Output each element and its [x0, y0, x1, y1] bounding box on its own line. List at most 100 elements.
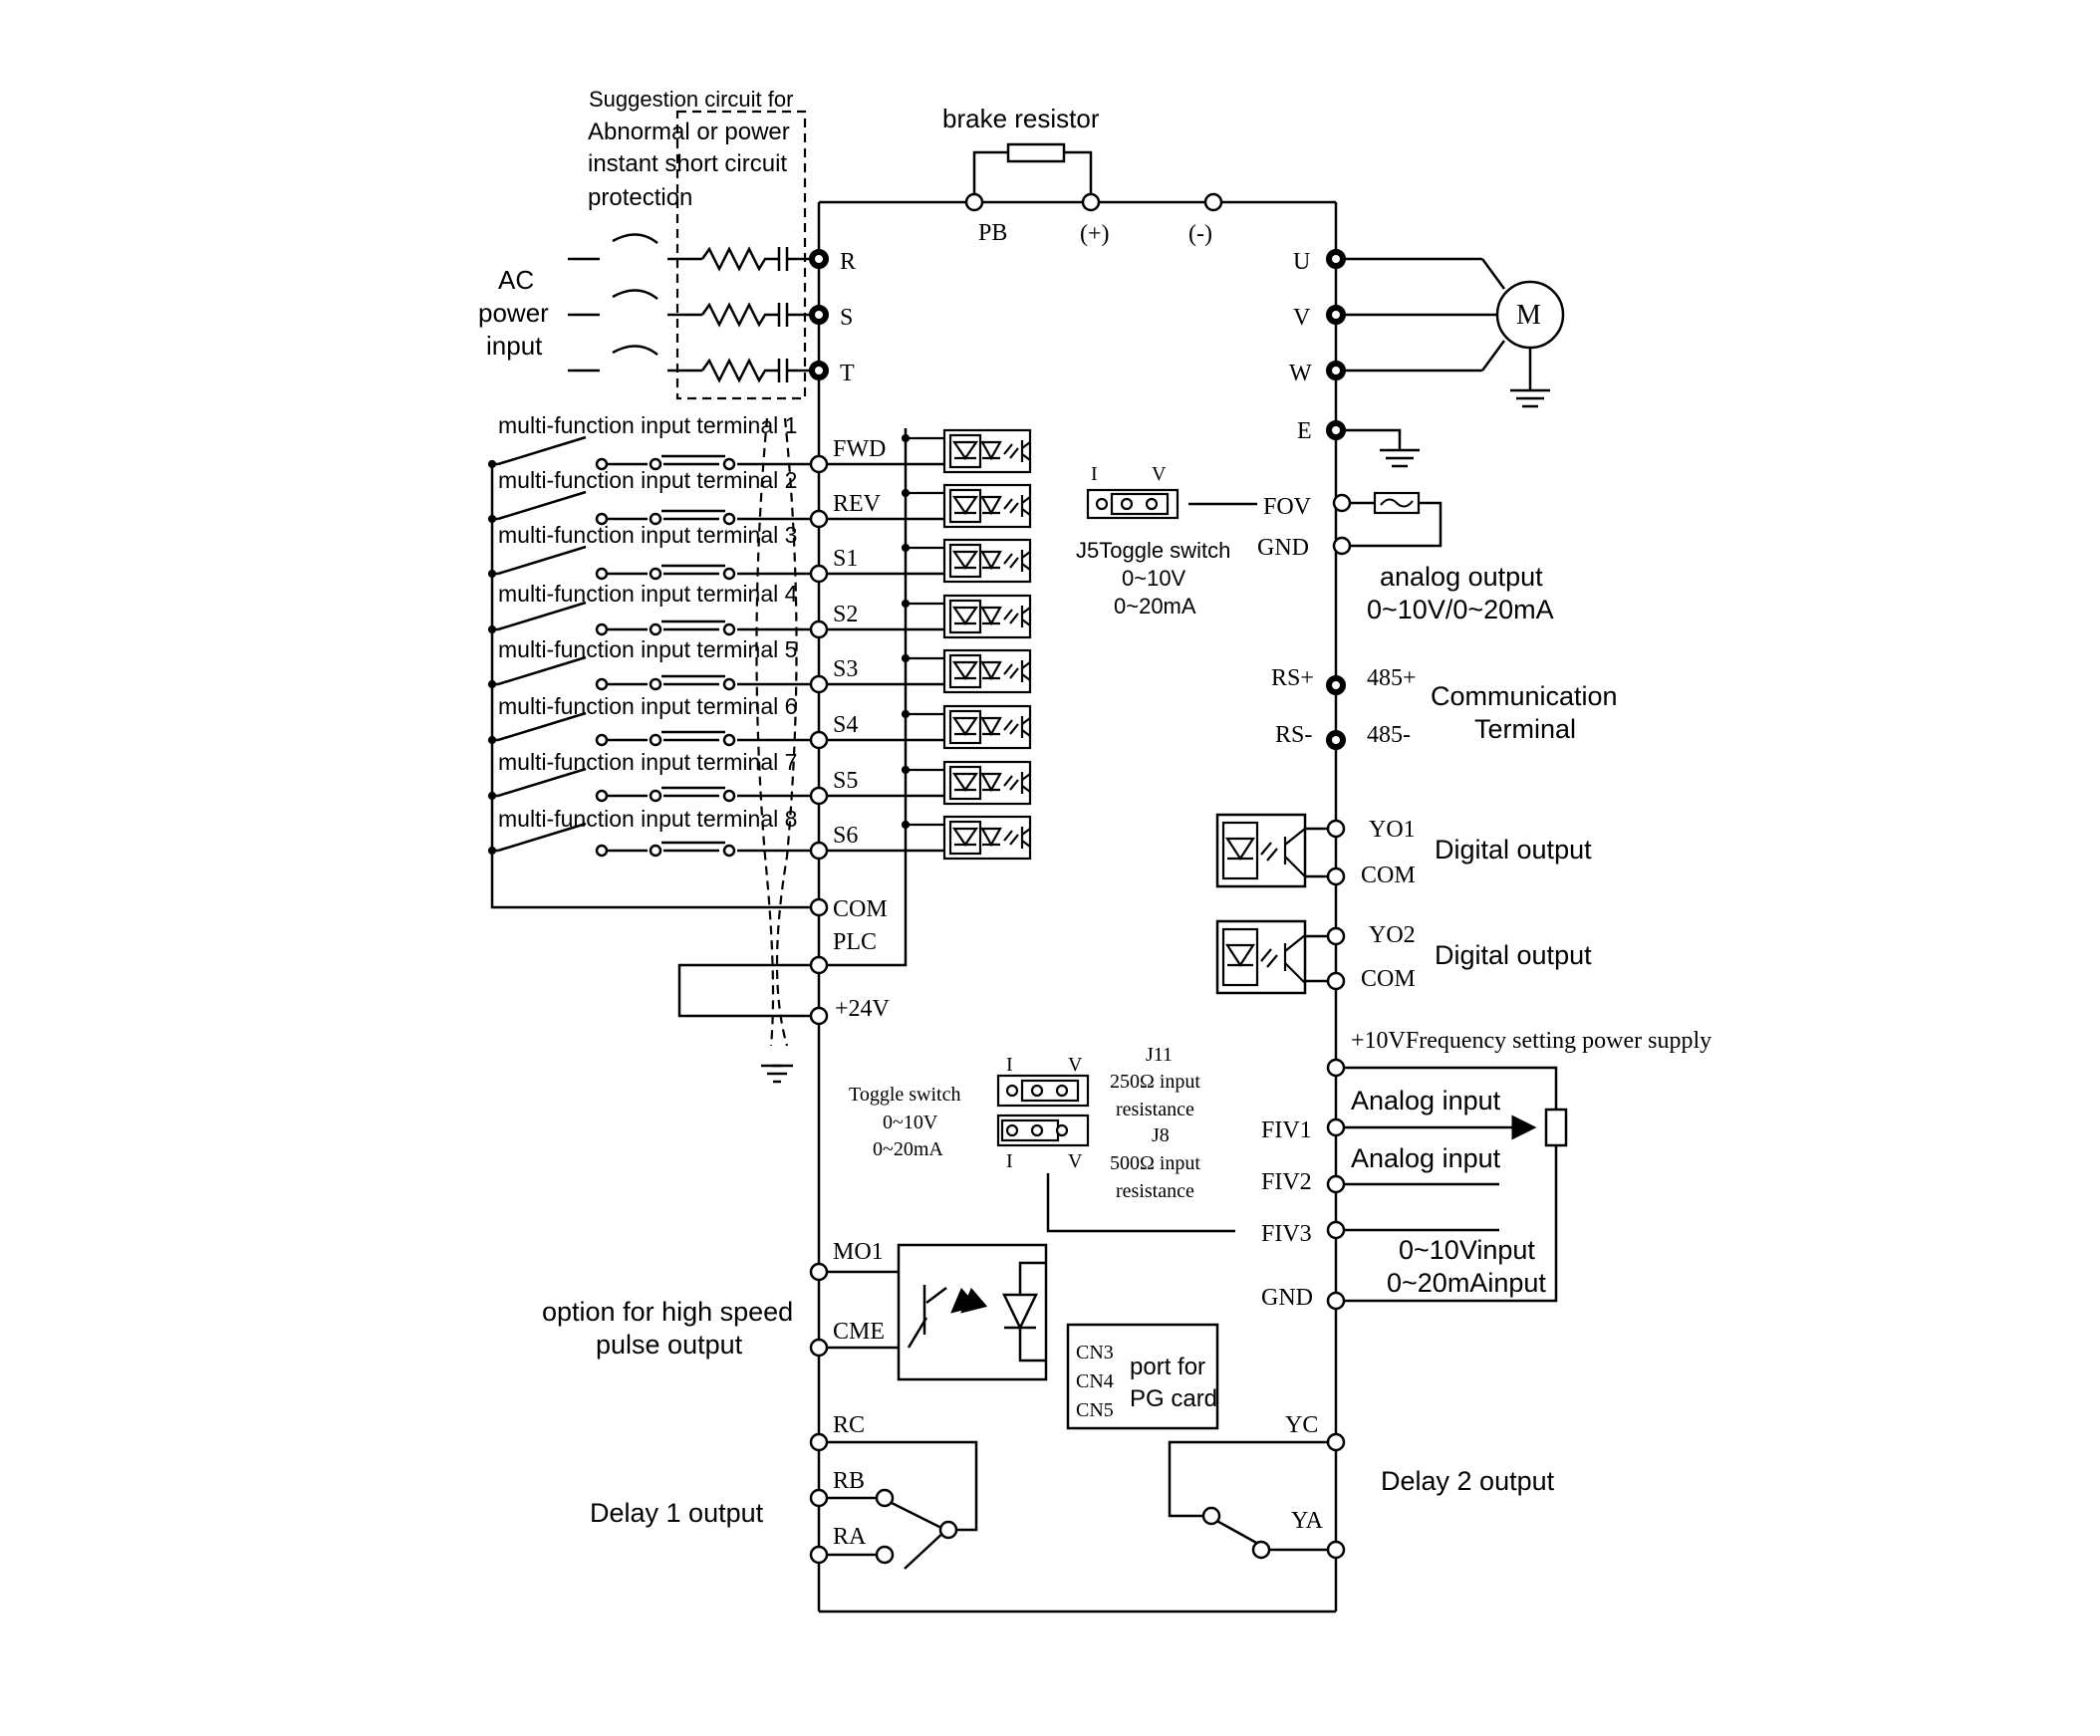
- jumper-j5: [1086, 488, 1180, 520]
- fov-label: FOV: [1263, 494, 1312, 520]
- j5-v-label: V: [1152, 463, 1167, 485]
- terminal-hollow-34: [809, 730, 829, 750]
- input-terminal-label-5: S3: [833, 656, 858, 682]
- ac-input-lines: [568, 233, 819, 383]
- digital-output-2-label: Digital output: [1435, 940, 1592, 970]
- rs-minus-label: RS-: [1275, 722, 1312, 748]
- j8-line-1: J8: [1152, 1124, 1170, 1146]
- rs-plus-label: RS+: [1271, 665, 1314, 691]
- terminal-hollow-31: [809, 564, 829, 584]
- input-row-5: [492, 655, 944, 691]
- terminal-solid-core-2: [815, 367, 823, 374]
- j5-caption-2: 0~10V: [1122, 566, 1186, 591]
- cn5-label: CN5: [1076, 1399, 1114, 1421]
- terminal-circles: [809, 192, 1352, 1565]
- com-label: COM: [833, 896, 888, 922]
- mo1-label: MO1: [833, 1239, 884, 1265]
- j5-caption-1: J5Toggle switch: [1076, 538, 1230, 563]
- mf-input-label-1: multi-function input terminal 1: [498, 412, 797, 438]
- terminal-hollow-33: [809, 674, 829, 694]
- jumper-j8: [996, 1114, 1090, 1147]
- analog-input-2-label: Analog input: [1351, 1143, 1501, 1173]
- motor-label: M: [1516, 300, 1541, 331]
- input-optocoupler-4: [487, 594, 1032, 639]
- j5-i-label: I: [1091, 463, 1098, 485]
- terminal-hollow-18: [809, 1338, 829, 1358]
- ac-input-line-2: power: [478, 298, 549, 328]
- j11-line-2: 250Ω input: [1110, 1071, 1200, 1093]
- p24v-label: +24V: [835, 996, 891, 1022]
- terminal-hollow-25: [875, 1545, 895, 1565]
- j11-line-3: resistance: [1116, 1099, 1194, 1120]
- terminal-hollow-27: [1201, 1506, 1221, 1526]
- terminal-hollow-19: [809, 1432, 829, 1452]
- terminal-hollow-24: [875, 1488, 895, 1508]
- motor-symbol: [1495, 280, 1565, 350]
- input-optocoupler-1: [487, 428, 1032, 474]
- input-terminal-label-6: S4: [833, 712, 858, 738]
- input-row-3: [492, 545, 944, 581]
- terminal-solid-core-4: [1332, 311, 1340, 319]
- terminal-e-label: E: [1297, 418, 1312, 444]
- terminal-r-label: R: [840, 249, 856, 275]
- mf-input-label-4: multi-function input terminal 4: [498, 581, 798, 607]
- digital-output-optocouplers: [1221, 821, 1306, 987]
- terminal-solid-core-8: [1332, 736, 1340, 744]
- terminal-hollow-9: [1326, 867, 1346, 886]
- input-optocoupler-3: [487, 538, 1032, 584]
- j8-v-label: V: [1068, 1150, 1083, 1172]
- toggle-caption-1: Toggle switch: [849, 1084, 960, 1106]
- dc-minus-label: (-): [1188, 221, 1212, 247]
- input-optocoupler-5: [487, 648, 1032, 694]
- input-switch-rows: [492, 435, 944, 858]
- toggle-caption-3: 0~20mA: [873, 1138, 943, 1160]
- j11-v-label: V: [1068, 1054, 1083, 1076]
- terminal-hollow-17: [809, 1262, 829, 1282]
- toggle-caption-2: 0~10V: [883, 1112, 938, 1133]
- input-terminal-label-8: S6: [833, 823, 858, 849]
- input-optocoupler-6: [487, 704, 1032, 750]
- j5-caption-3: 0~20mA: [1114, 594, 1196, 619]
- digital-opto-1: [1221, 821, 1306, 880]
- terminal-s-label: S: [840, 305, 853, 331]
- suggestion-line-3: instant short circuit: [588, 150, 787, 177]
- terminal-hollow-28: [1251, 1540, 1271, 1560]
- input-row-4: [492, 601, 944, 636]
- fiv1-label: FIV1: [1261, 1117, 1312, 1143]
- ac-input-line-3: input: [486, 331, 543, 361]
- digital-opto-2: [1221, 927, 1306, 987]
- terminal-w-label: W: [1289, 361, 1312, 386]
- input-optocoupler-2: [487, 483, 1032, 529]
- cn4-label: CN4: [1076, 1370, 1114, 1392]
- terminal-hollow-8: [1326, 819, 1346, 839]
- yc-label: YC: [1285, 1412, 1318, 1438]
- input-row-8: [492, 822, 944, 858]
- plc-label: PLC: [833, 929, 877, 955]
- input-row-2: [492, 490, 944, 526]
- yo2-label: YO2: [1369, 922, 1416, 948]
- hs-pulse-line-2: pulse output: [596, 1330, 743, 1360]
- terminal-hollow-2: [1203, 192, 1223, 212]
- pg-card-line-1: port for: [1130, 1354, 1205, 1380]
- terminal-hollow-23: [1326, 1540, 1346, 1560]
- terminal-u-label: U: [1293, 249, 1310, 275]
- rb-label: RB: [833, 1468, 865, 1494]
- input-row-7: [492, 767, 944, 803]
- terminal-solid-core-0: [815, 255, 823, 263]
- input-terminal-label-1: FWD: [833, 436, 886, 462]
- 485-minus-label: 485-: [1367, 722, 1411, 748]
- input-row-1: [492, 435, 944, 471]
- suggestion-line-1: Suggestion circuit for: [589, 87, 793, 112]
- terminal-hollow-32: [809, 620, 829, 639]
- delay1-label: Delay 1 output: [590, 1498, 764, 1528]
- ac-line-t: [568, 345, 819, 383]
- terminal-hollow-11: [1326, 971, 1346, 991]
- fiv2-label: FIV2: [1261, 1169, 1312, 1195]
- mf-input-label-3: multi-function input terminal 3: [498, 522, 797, 548]
- input-row-6: [492, 711, 944, 747]
- fiv3-label: FIV3: [1261, 1221, 1312, 1247]
- input-terminal-label-2: REV: [833, 491, 882, 517]
- terminal-hollow-16: [1326, 1291, 1346, 1311]
- terminal-hollow-10: [1326, 926, 1346, 946]
- mf-input-label-8: multi-function input terminal 8: [498, 806, 797, 832]
